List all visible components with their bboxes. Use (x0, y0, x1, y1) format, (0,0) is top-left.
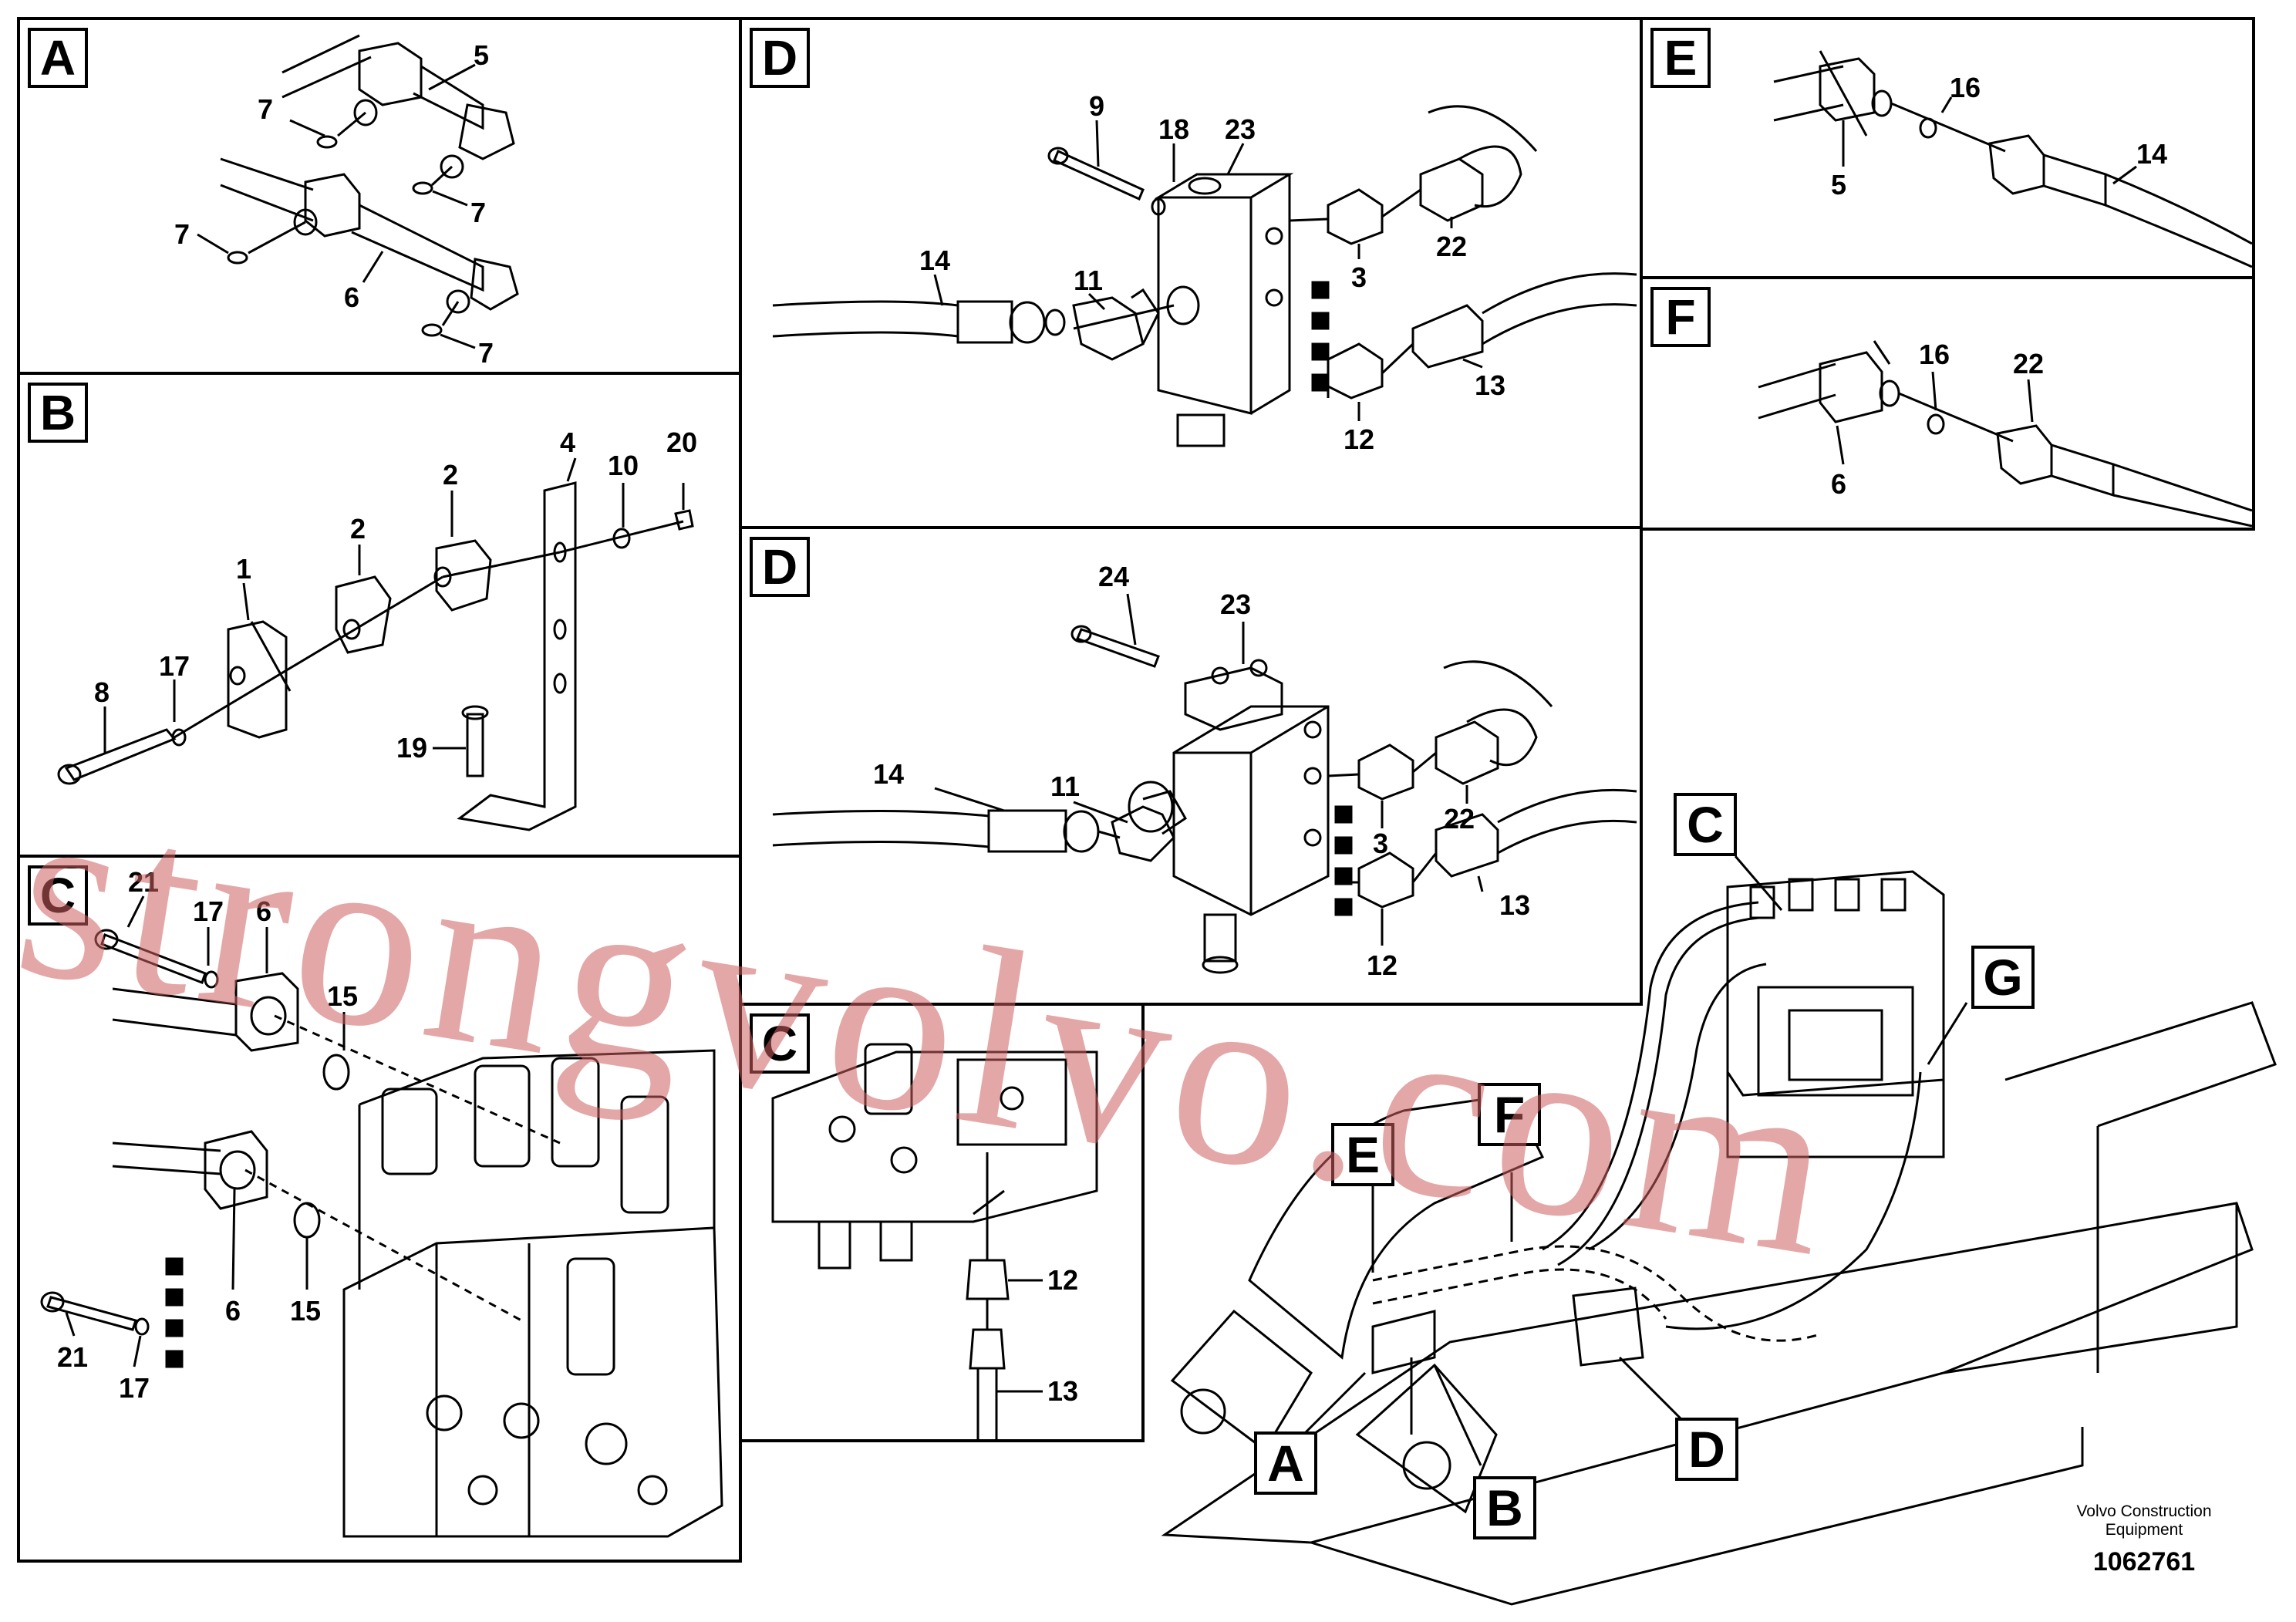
part-label-7: 7 (470, 197, 486, 228)
part-label-18: 18 (1158, 113, 1189, 145)
overview-callout-g: G (1971, 946, 2035, 1009)
panel-label-b: B (28, 383, 88, 443)
part-label-12: 12 (1367, 949, 1397, 981)
panel-label-a: A (28, 28, 88, 88)
panel-e-drawing: 16 14 5 (1773, 50, 2252, 268)
overview-callout-f: F (1478, 1083, 1541, 1146)
panel-label-e: E (1650, 28, 1711, 88)
part-label-2: 2 (443, 459, 458, 491)
panel-f: F 16 22 6 (1640, 276, 2255, 531)
part-label-6: 6 (1831, 468, 1846, 500)
part-label-6: 6 (225, 1295, 241, 1327)
part-label-15: 15 (327, 980, 358, 1012)
part-label-7: 7 (258, 93, 273, 125)
part-label-1: 1 (236, 553, 251, 585)
part-label-13: 13 (1047, 1375, 1078, 1407)
part-label-13: 13 (1499, 889, 1530, 921)
part-label-3: 3 (1373, 828, 1388, 859)
panel-b-drawing: 4 10 20 2 2 1 17 8 19 (57, 427, 697, 831)
panel-c-detail: C 12 13 (739, 1003, 1145, 1442)
panel-label-d: D (750, 28, 810, 88)
part-label-7: 7 (478, 337, 494, 369)
overview-callout-b: B (1473, 1476, 1536, 1539)
overview-callout-c: C (1674, 793, 1737, 856)
part-label-14: 14 (2136, 138, 2167, 170)
part-label-6: 6 (256, 895, 271, 927)
panel-label-c: C (750, 1013, 810, 1074)
part-label-15: 15 (290, 1295, 321, 1327)
panel-d-bottom-drawing: 24 23 14 11 3 22 12 13 (772, 561, 1637, 981)
part-label-2: 2 (350, 513, 366, 545)
part-label-21: 21 (57, 1341, 88, 1373)
part-label-11: 11 (1050, 771, 1080, 802)
part-label-7: 7 (174, 218, 190, 250)
part-label-22: 22 (2013, 348, 2044, 379)
part-label-12: 12 (1344, 423, 1374, 455)
part-label-11: 11 (1074, 265, 1103, 296)
part-label-5: 5 (1831, 169, 1846, 201)
panel-c: C (17, 855, 742, 1563)
panel-d-bottom: D (739, 526, 1643, 1006)
panel-label-d: D (750, 537, 810, 597)
part-label-17: 17 (119, 1372, 150, 1404)
panel-d-top: D (739, 17, 1643, 529)
part-label-14: 14 (873, 758, 904, 790)
part-label-14: 14 (919, 244, 950, 276)
footer: Volvo Construction Equipment 1062761 (2036, 1502, 2252, 1577)
part-label-22: 22 (1444, 803, 1475, 835)
part-label-24: 24 (1098, 561, 1129, 592)
part-label-12: 12 (1047, 1264, 1078, 1296)
part-label-5: 5 (474, 39, 489, 71)
panel-d-top-drawing: 9 18 23 14 11 3 22 12 13 (772, 90, 1637, 455)
part-label-16: 16 (1950, 72, 1981, 103)
part-label-19: 19 (396, 732, 427, 764)
drawing-number: 1062761 (2092, 1547, 2196, 1576)
overview-callout-e: E (1331, 1123, 1394, 1186)
panel-a-drawing: 5 7 7 7 6 7 (174, 34, 519, 369)
part-label-10: 10 (608, 450, 639, 481)
part-label-4: 4 (560, 427, 575, 458)
brand-line-1: Volvo Construction (2076, 1502, 2212, 1520)
overview-callout-a: A (1254, 1431, 1317, 1495)
panel-e: E 16 14 5 (1640, 17, 2255, 279)
panel-a: A (17, 17, 742, 375)
part-label-23: 23 (1225, 113, 1256, 145)
panel-label-c: C (28, 865, 88, 926)
part-label-21: 21 (128, 866, 159, 898)
overview-callout-d: D (1675, 1418, 1738, 1481)
part-label-16: 16 (1919, 339, 1950, 370)
panel-b: B (17, 372, 742, 858)
part-label-17: 17 (193, 895, 224, 927)
part-label-23: 23 (1220, 588, 1251, 620)
panel-label-f: F (1650, 287, 1711, 347)
brand-line-2: Equipment (2105, 1521, 2183, 1539)
panel-c-detail-drawing: 12 13 (771, 1043, 1098, 1439)
part-label-3: 3 (1351, 261, 1367, 293)
panel-c-drawing: 21 17 6 15 6 15 21 17 (40, 866, 723, 1538)
part-label-13: 13 (1475, 369, 1505, 401)
part-label-20: 20 (666, 427, 697, 458)
part-label-6: 6 (344, 282, 359, 313)
part-label-17: 17 (159, 650, 190, 682)
part-label-22: 22 (1436, 231, 1467, 262)
panel-f-drawing: 16 22 6 (1758, 339, 2252, 528)
part-label-9: 9 (1089, 90, 1104, 122)
part-label-8: 8 (94, 676, 110, 708)
